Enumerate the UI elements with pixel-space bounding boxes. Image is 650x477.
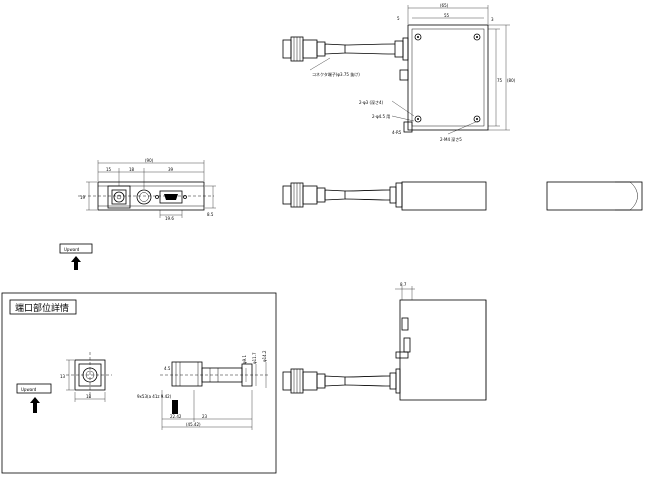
- detail-dim-v3: φ14.2: [262, 350, 267, 362]
- bottom-right-view: 8.7: [282, 282, 487, 401]
- port-detail-box: 端口部位詳情 Upward 13 18: [1, 292, 277, 474]
- detail-title: 端口部位詳情: [15, 302, 69, 314]
- detail-dim-len-a: 22.42: [170, 414, 182, 419]
- top-note-corner: 4-R5: [392, 130, 402, 135]
- top-dim-right-small: 3: [491, 17, 494, 22]
- detail-thread-note: 9x53(a 41z 9.42): [137, 394, 172, 399]
- top-note-screw: 2-M4 深さ5: [440, 136, 462, 142]
- detail-side-connector: 4.5 9x53(a 41z 9.42) 22.42 23 (45.42) φ9…: [137, 350, 270, 430]
- top-view-plug: [282, 36, 346, 62]
- end-view: [546, 181, 643, 211]
- upward-indicator-1: Upward: [59, 243, 93, 270]
- upward-indicator-2: Upward: [16, 383, 52, 413]
- side-dim-b: 18: [129, 167, 135, 172]
- detail-dim-v1: φ9.1: [242, 355, 247, 364]
- side-dim-total: (90): [145, 158, 154, 163]
- side-dim-right: 8.5: [207, 212, 214, 217]
- side-dim-height: 19: [80, 195, 86, 200]
- side-dim-c: 39: [168, 167, 174, 172]
- detail-front-connector: 13 18: [60, 352, 112, 402]
- top-dim-height-inner: 75: [497, 78, 503, 83]
- side-dim-bottom: 19.6: [165, 216, 174, 221]
- top-dim-left-small: 5: [397, 16, 400, 21]
- top-note-conn: コネクタ端子(φ3.75 抜け): [312, 71, 360, 77]
- upward-label-2: Upward: [21, 387, 37, 392]
- detail-dim-v2: φ11.7: [252, 352, 257, 364]
- upward-label-1: Upward: [64, 247, 80, 252]
- detail-dim-len-total: (45.42): [186, 422, 201, 427]
- detail-dim-front-w: 18: [86, 394, 92, 399]
- side-view-cable: [282, 181, 487, 211]
- top-note-hole1: 2-φ3 (深さ4): [359, 99, 384, 105]
- bottom-right-dim-top: 8.7: [400, 282, 407, 287]
- detail-dim-front-h: 13: [60, 374, 66, 379]
- side-dim-a: 15: [106, 167, 112, 172]
- detail-dim-len-b: 23: [202, 414, 208, 419]
- top-note-hole2: 2-φ4.5 用: [372, 114, 390, 119]
- top-view-body: [407, 24, 489, 131]
- side-view: (90) 15 18 39 19 8.5 19.6: [78, 158, 216, 221]
- detail-dim-top-a: 4.5: [164, 366, 171, 371]
- top-dim-inner-width: 55: [444, 13, 450, 18]
- top-dim-height-total: (80): [507, 78, 516, 83]
- top-dim-width-total: (65): [440, 3, 449, 8]
- top-view: (65) 55 5 75 (80) 3 コネクタ端子(φ3.75 抜け) 2-φ…: [282, 3, 516, 142]
